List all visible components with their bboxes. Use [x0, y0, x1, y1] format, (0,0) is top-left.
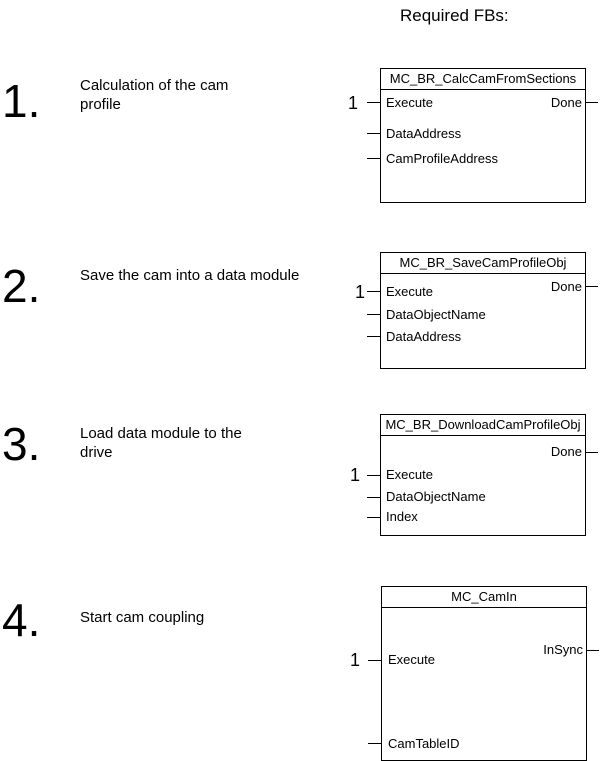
step-description: Start cam coupling — [80, 609, 205, 626]
input-pin: Execute — [386, 284, 433, 299]
connector-line — [368, 660, 381, 661]
connector-line — [367, 517, 380, 518]
output-pin: InSync — [543, 642, 583, 657]
connector-line — [587, 650, 599, 651]
output-pin: Done — [550, 444, 582, 459]
step-description: Calculation of the cam profile — [80, 77, 229, 113]
connector-line — [367, 336, 380, 337]
step-description: Save the cam into a data module — [80, 267, 300, 284]
step-number: 3. — [2, 418, 41, 470]
connector-line — [367, 133, 380, 134]
connector-line — [367, 102, 380, 103]
connector-line — [368, 743, 381, 744]
connector-line — [367, 158, 380, 159]
constant-value: 1 — [350, 650, 361, 670]
function-block: MC_BR_DownloadCamProfileObj Execute Data… — [380, 414, 586, 536]
step-number: 4. — [2, 594, 41, 646]
step-number: 2. — [2, 260, 41, 312]
connector-line — [367, 291, 380, 292]
constant-value: 1 — [350, 465, 361, 485]
constant-value: 1 — [348, 93, 359, 113]
input-pin: Execute — [388, 652, 435, 667]
input-pin: DataObjectName — [386, 489, 486, 504]
input-pin: Execute — [386, 467, 433, 482]
function-block-title: MC_BR_SaveCamProfileObj — [381, 253, 585, 274]
function-block: MC_BR_SaveCamProfileObj Execute DataObje… — [380, 252, 586, 369]
output-pin: Done — [550, 279, 582, 294]
input-pin: Execute — [386, 95, 433, 110]
input-pin: DataAddress — [386, 329, 462, 344]
input-pin: Index — [386, 509, 418, 524]
header-label: Required FBs: — [400, 6, 509, 25]
output-pin: Done — [550, 95, 582, 110]
function-block: MC_CamIn Execute CamTableID InSync — [381, 586, 587, 761]
constant-value: 1 — [355, 282, 366, 302]
input-pin: DataObjectName — [386, 307, 486, 322]
function-block-title: MC_BR_CalcCamFromSections — [381, 69, 585, 90]
function-block-title: MC_BR_DownloadCamProfileObj — [381, 415, 585, 436]
connector-line — [367, 475, 380, 476]
connector-line — [367, 314, 380, 315]
input-pin: CamProfileAddress — [386, 151, 498, 166]
input-pin: DataAddress — [386, 126, 462, 141]
step-description: Load data module to the drive — [80, 425, 242, 461]
connector-line — [586, 286, 598, 287]
function-block: MC_BR_CalcCamFromSections Execute DataAd… — [380, 68, 586, 203]
function-block-title: MC_CamIn — [382, 587, 586, 608]
step-number: 1. — [2, 75, 41, 127]
connector-line — [586, 452, 598, 453]
input-pin: CamTableID — [388, 736, 460, 751]
connector-line — [586, 102, 598, 103]
connector-line — [367, 497, 380, 498]
